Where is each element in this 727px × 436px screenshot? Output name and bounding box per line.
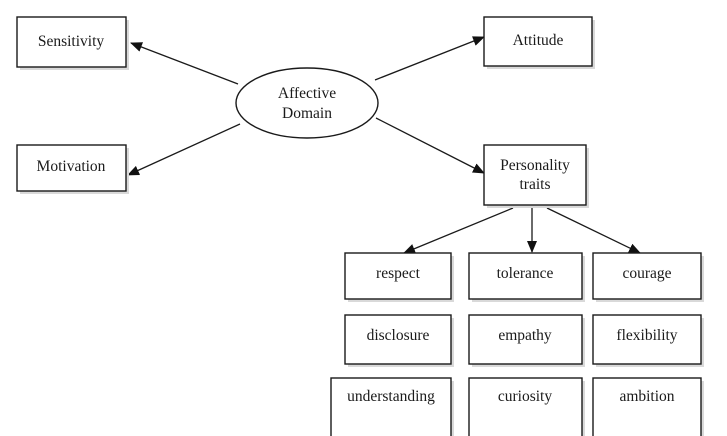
node-motivation: Motivation	[16, 144, 129, 194]
center-label-line1: Affective	[278, 85, 336, 102]
arrow-to-attitude	[374, 36, 485, 81]
node-attitude-label: Attitude	[513, 32, 564, 49]
trait-empathy-label: empathy	[498, 327, 552, 344]
center-label-line2: Domain	[282, 105, 332, 122]
trait-ambition: ambition	[592, 377, 704, 436]
arrow-to-motivation	[127, 123, 241, 176]
trait-ambition-label: ambition	[619, 388, 674, 405]
trait-respect-label: respect	[376, 265, 421, 282]
node-personality-label-line2: traits	[520, 176, 551, 193]
trait-curiosity: curiosity	[468, 377, 585, 436]
arrow-to-courage	[546, 207, 641, 254]
trait-disclosure-label: disclosure	[367, 327, 430, 344]
node-affective-domain: Affective Domain	[235, 67, 379, 139]
node-attitude: Attitude	[483, 16, 595, 69]
trait-disclosure: disclosure	[344, 314, 454, 367]
node-personality-label-line1: Personality	[500, 157, 570, 174]
node-motivation-label: Motivation	[37, 158, 106, 175]
arrows	[127, 36, 641, 254]
arrow-to-sensitivity	[130, 42, 239, 85]
arrow-to-personality-traits	[375, 117, 485, 174]
node-sensitivity-label: Sensitivity	[38, 33, 105, 50]
trait-courage-label: courage	[622, 265, 671, 282]
trait-tolerance-label: tolerance	[497, 265, 554, 282]
trait-curiosity-label: curiosity	[498, 388, 552, 405]
trait-flexibility-label: flexibility	[616, 327, 677, 344]
trait-grid: respect tolerance courage disclosure emp…	[330, 252, 704, 436]
trait-understanding: understanding	[330, 377, 454, 436]
trait-courage: courage	[592, 252, 704, 302]
trait-understanding-label: understanding	[347, 388, 435, 405]
node-personality-traits: Personality traits	[483, 144, 589, 208]
trait-empathy: empathy	[468, 314, 585, 367]
trait-flexibility: flexibility	[592, 314, 704, 367]
node-sensitivity: Sensitivity	[16, 16, 129, 70]
trait-respect: respect	[344, 252, 454, 302]
arrow-to-respect	[403, 207, 514, 254]
trait-tolerance: tolerance	[468, 252, 585, 302]
